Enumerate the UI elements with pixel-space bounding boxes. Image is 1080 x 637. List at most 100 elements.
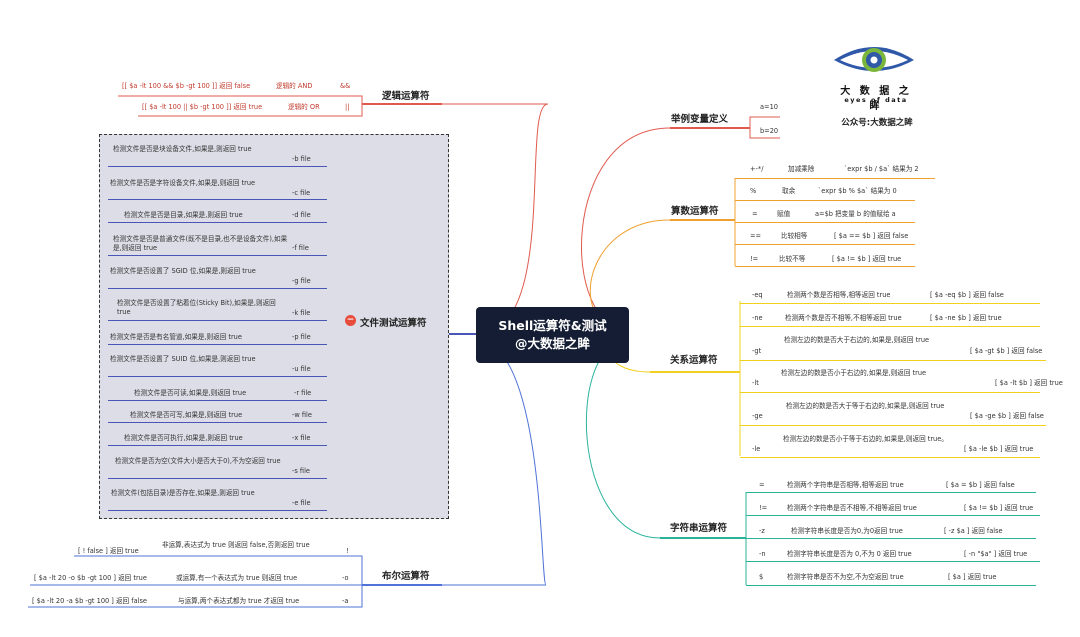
logic-connector	[442, 103, 549, 336]
arith-op-3: =	[752, 210, 758, 218]
logic-branch-2	[138, 104, 363, 117]
file-underline-f	[108, 255, 327, 256]
file-test-group	[99, 134, 449, 519]
file-underline-x	[108, 445, 327, 446]
example-var-b: b=20	[760, 127, 779, 135]
logic-expr-2: [[ $a -lt 100 || $b -gt 100 ]] 返回 true	[142, 103, 263, 111]
rel-underline-ne	[740, 326, 1040, 327]
file-desc-p: 检测文件是否是有名管道,如果是,则返回 true	[110, 333, 242, 341]
file-op-c: -c file	[292, 189, 311, 197]
str-underline-1	[746, 492, 1036, 493]
str-example-1: [ $a = $b ] 返回 false	[946, 481, 1015, 489]
rel-underline-eq	[740, 303, 1040, 304]
rel-op-eq: -eq	[752, 291, 763, 299]
file-op-k: -k file	[292, 309, 311, 317]
file-test-title[interactable]: 文件测试运算符	[360, 318, 427, 329]
file-desc-b: 检测文件是否是块设备文件,如果是,则返回 true	[113, 145, 252, 153]
arith-title[interactable]: 算数运算符	[671, 206, 719, 217]
file-desc-c: 检测文件是否是字符设备文件,如果是,则返回 true	[110, 179, 256, 187]
bool-connector	[442, 339, 547, 586]
bool-expr-1: [ ! false ] 返回 true	[78, 547, 139, 555]
rel-example-le: [ $a -le $b ] 返回 true	[964, 445, 1034, 453]
file-desc-k: 检测文件是否设置了粘着位(Sticky Bit),如果是,则返回 true	[117, 299, 276, 316]
bool-branch-1	[74, 555, 363, 585]
arith-example-4: [ $a == $b ] 返回 false	[834, 232, 909, 240]
rel-desc-le: 检测左边的数是否小于等于右边的,如果是,则返回 true。	[783, 435, 948, 443]
rel-underline-le	[740, 457, 1040, 458]
logic-expr-1: [[ $a -lt 100 && $b -gt 100 ]] 返回 false	[122, 82, 251, 90]
eye-logo-icon	[834, 47, 914, 72]
rel-desc-ge: 检测左边的数是否大于等于右边的,如果是,则返回 true	[786, 402, 945, 410]
str-example-2: [ $a != $b ] 返回 true	[964, 504, 1034, 512]
file-desc-e: 检测文件(包括目录)是否存在,如果是,则返回 true	[111, 489, 255, 497]
arith-underline-2	[735, 200, 915, 201]
logic-title[interactable]: 逻辑运算符	[382, 91, 430, 102]
file-desc-w: 检测文件是否可写,如果是,则返回 true	[130, 411, 243, 419]
file-underline-u	[108, 376, 327, 377]
bool-desc-1: 非运算,表达式为 true 则返回 false,否则返回 true	[162, 541, 310, 549]
str-op-1: =	[759, 481, 765, 489]
rel-example-eq: [ $a -eq $b ] 返回 false	[930, 291, 1004, 299]
file-desc-g: 检测文件是否设置了 SGID 位,如果是,则返回 true	[110, 267, 256, 275]
logo-name: 大 数 据 之 眸	[840, 86, 912, 112]
file-underline-s	[108, 478, 327, 479]
file-desc-d: 检测文件是否是目录,如果是,则返回 true	[124, 211, 243, 219]
arith-op-1: +-*/	[750, 165, 764, 173]
file-desc-r: 检测文件是否可读,如果是,则返回 true	[134, 389, 247, 397]
file-op-b: -b file	[292, 155, 311, 163]
rel-example-gt: [ $a -gt $b ] 返回 false	[970, 347, 1043, 355]
file-op-s: -s file	[292, 467, 310, 475]
relation-title[interactable]: 关系运算符	[670, 355, 718, 366]
example-connector	[581, 127, 750, 331]
rel-example-lt: [ $a -lt $b ] 返回 true	[995, 379, 1063, 387]
file-underline-r	[108, 400, 327, 401]
str-underline-2	[746, 515, 1040, 516]
bool-branch-3	[28, 585, 363, 608]
str-underline-5	[746, 585, 1036, 586]
logic-op-1: &&	[340, 82, 351, 90]
file-underline-g	[108, 288, 327, 289]
file-op-r: -r file	[294, 389, 312, 397]
file-desc-f: 检测文件是否是普通文件(既不是目录,也不是设备文件),如果是,则返回 true	[113, 235, 288, 252]
str-desc-5: 检测字符串是否不为空,不为空返回 true	[787, 573, 904, 581]
file-op-f: -f file	[292, 244, 309, 252]
rel-op-gt: -gt	[752, 347, 762, 355]
str-desc-4: 检测字符串长度是否为 0,不为 0 返回 true	[787, 550, 912, 558]
str-example-5: [ $a ] 返回 true	[948, 573, 997, 581]
bool-desc-3: 与运算,两个表达式都为 true 才返回 true	[178, 597, 300, 605]
file-op-w: -w file	[292, 411, 312, 419]
arith-underline-3	[735, 222, 915, 223]
file-op-g: -g file	[292, 277, 311, 285]
bool-expr-3: [ $a -lt 20 -a $b -gt 100 ] 返回 false	[32, 597, 147, 605]
arith-op-4: ==	[750, 232, 762, 240]
file-underline-k	[108, 320, 327, 321]
example-title[interactable]: 举例变量定义	[671, 114, 729, 125]
rel-op-le: -le	[752, 445, 761, 453]
file-op-d: -d file	[292, 211, 311, 219]
bool-expr-2: [ $a -lt 20 -o $b -gt 100 ] 返回 true	[34, 574, 147, 582]
collapse-icon[interactable]: −	[345, 315, 356, 326]
str-op-4: -n	[759, 550, 766, 558]
str-example-4: [ -n "$a" ] 返回 true	[964, 550, 1028, 558]
logo-account: 公众号:大数据之眸	[841, 118, 913, 128]
bool-op-2: -o	[342, 574, 349, 582]
file-underline-d	[108, 222, 327, 223]
logic-desc-1: 逻辑的 AND	[276, 82, 313, 90]
logic-op-2: ||	[345, 103, 350, 111]
str-underline-4	[746, 561, 1040, 562]
file-op-p: -p file	[292, 333, 311, 341]
rel-desc-eq: 检测两个数是否相等,相等返回 true	[787, 291, 891, 299]
arith-desc-2: 取余	[782, 187, 796, 195]
str-desc-2: 检测两个字符串是否不相等,不相等返回 true	[787, 504, 917, 512]
str-underline-3	[746, 538, 1036, 539]
center-title-line2: @大数据之眸	[514, 336, 590, 351]
arith-example-5: [ $a != $b ] 返回 true	[832, 255, 902, 263]
arith-op-5: !=	[750, 255, 759, 263]
bool-op-1: !	[346, 547, 349, 555]
example-branch-2	[749, 128, 780, 139]
example-branch-1	[749, 116, 780, 128]
center-topic[interactable]: Shell运算符&测试 @大数据之眸	[476, 307, 629, 363]
bool-title[interactable]: 布尔运算符	[382, 571, 430, 582]
string-title[interactable]: 字符串运算符	[670, 523, 728, 534]
str-op-5: $	[759, 573, 764, 581]
